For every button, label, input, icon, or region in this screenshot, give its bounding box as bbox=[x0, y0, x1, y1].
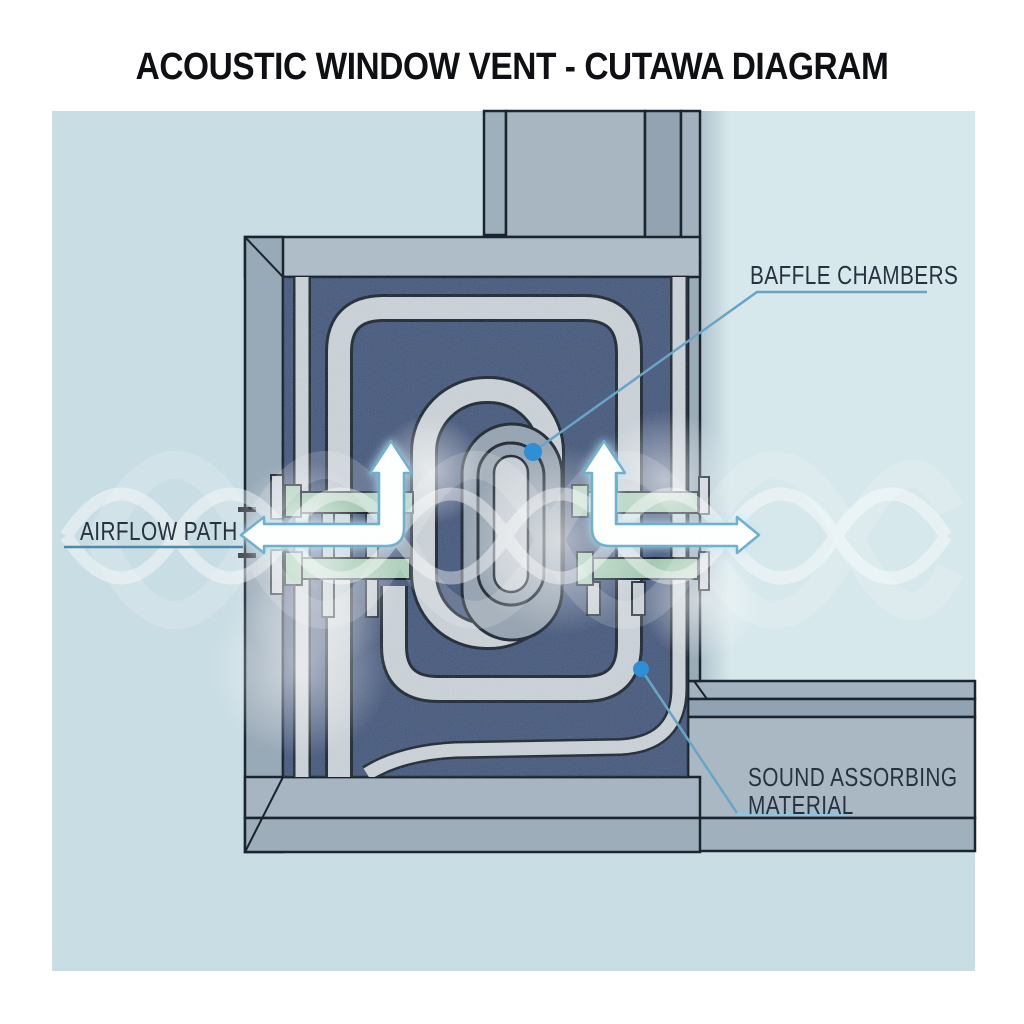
label-sound-absorbing-line1: SOUND ASSORBING bbox=[748, 762, 958, 792]
window-sill bbox=[686, 679, 977, 853]
label-baffle-chambers: BAFFLE CHAMBERS bbox=[750, 260, 959, 290]
airflow-arrow-left bbox=[239, 439, 414, 555]
label-sound-absorbing-line2: MATERIAL bbox=[748, 790, 854, 820]
callout-dot-absorber bbox=[633, 661, 649, 677]
callout-leaders bbox=[64, 290, 927, 816]
airflow-arrow-right bbox=[581, 439, 761, 555]
leader-baffle-chambers bbox=[532, 290, 927, 454]
label-airflow-path: AIRFLOW PATH bbox=[80, 516, 238, 546]
callout-dot-baffle bbox=[524, 443, 542, 461]
diagram-title: ACOUSTIC WINDOW VENT - CUTAWA DIAGRAM bbox=[135, 46, 889, 88]
vent-frame bbox=[243, 235, 702, 854]
leader-sound-absorbing bbox=[639, 668, 739, 814]
